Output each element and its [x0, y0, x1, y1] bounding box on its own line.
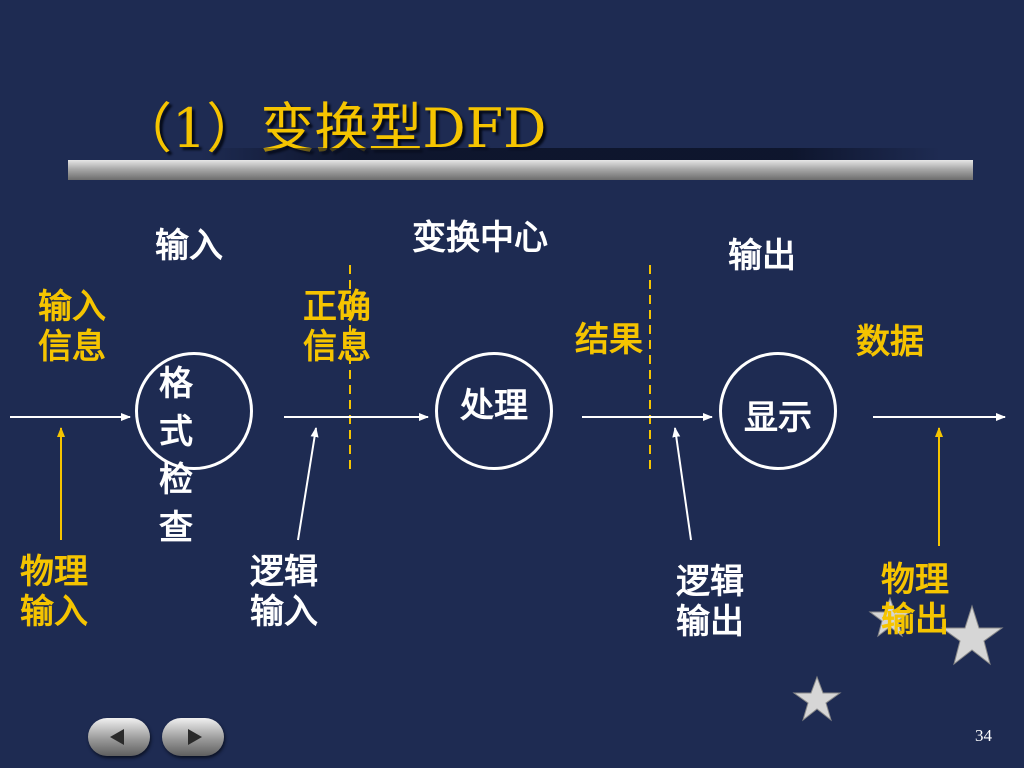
star-decoration-icon: [792, 596, 1004, 722]
page-number: 34: [975, 726, 992, 745]
arrow-left-icon: [110, 729, 124, 745]
result-label: 结果: [575, 320, 643, 360]
logical-output-pointer: [672, 427, 692, 541]
data-label: 数据: [856, 322, 924, 362]
transform-center-section-label: 变换中心: [412, 218, 548, 258]
input-info-label: 输入 信息: [38, 287, 106, 367]
output-section-label: 输出: [728, 236, 796, 276]
physical-input-label: 物理 输入: [20, 552, 88, 632]
previous-slide-button[interactable]: [88, 718, 150, 756]
input-section-label: 输入: [155, 226, 223, 266]
format-check-process-circle: [135, 352, 253, 470]
process-label: 处理: [460, 386, 528, 426]
correct-info-label: 正确 信息: [303, 287, 371, 367]
title-underline-shadow: [200, 148, 940, 162]
arrow-right-icon: [188, 729, 202, 745]
next-slide-button[interactable]: [162, 718, 224, 756]
physical-output-label: 物理 输出: [881, 560, 949, 640]
logical-output-label: 逻辑 输出: [676, 562, 744, 642]
format-check-process-label: 格式检查: [159, 364, 193, 548]
display-process-label: 显示: [744, 398, 812, 438]
process-circle: [435, 352, 553, 470]
title-underline-bar: [68, 160, 973, 180]
logical-input-label: 逻辑 输入: [250, 552, 318, 632]
display-process-circle: [719, 352, 837, 470]
logical-input-pointer: [297, 427, 319, 541]
